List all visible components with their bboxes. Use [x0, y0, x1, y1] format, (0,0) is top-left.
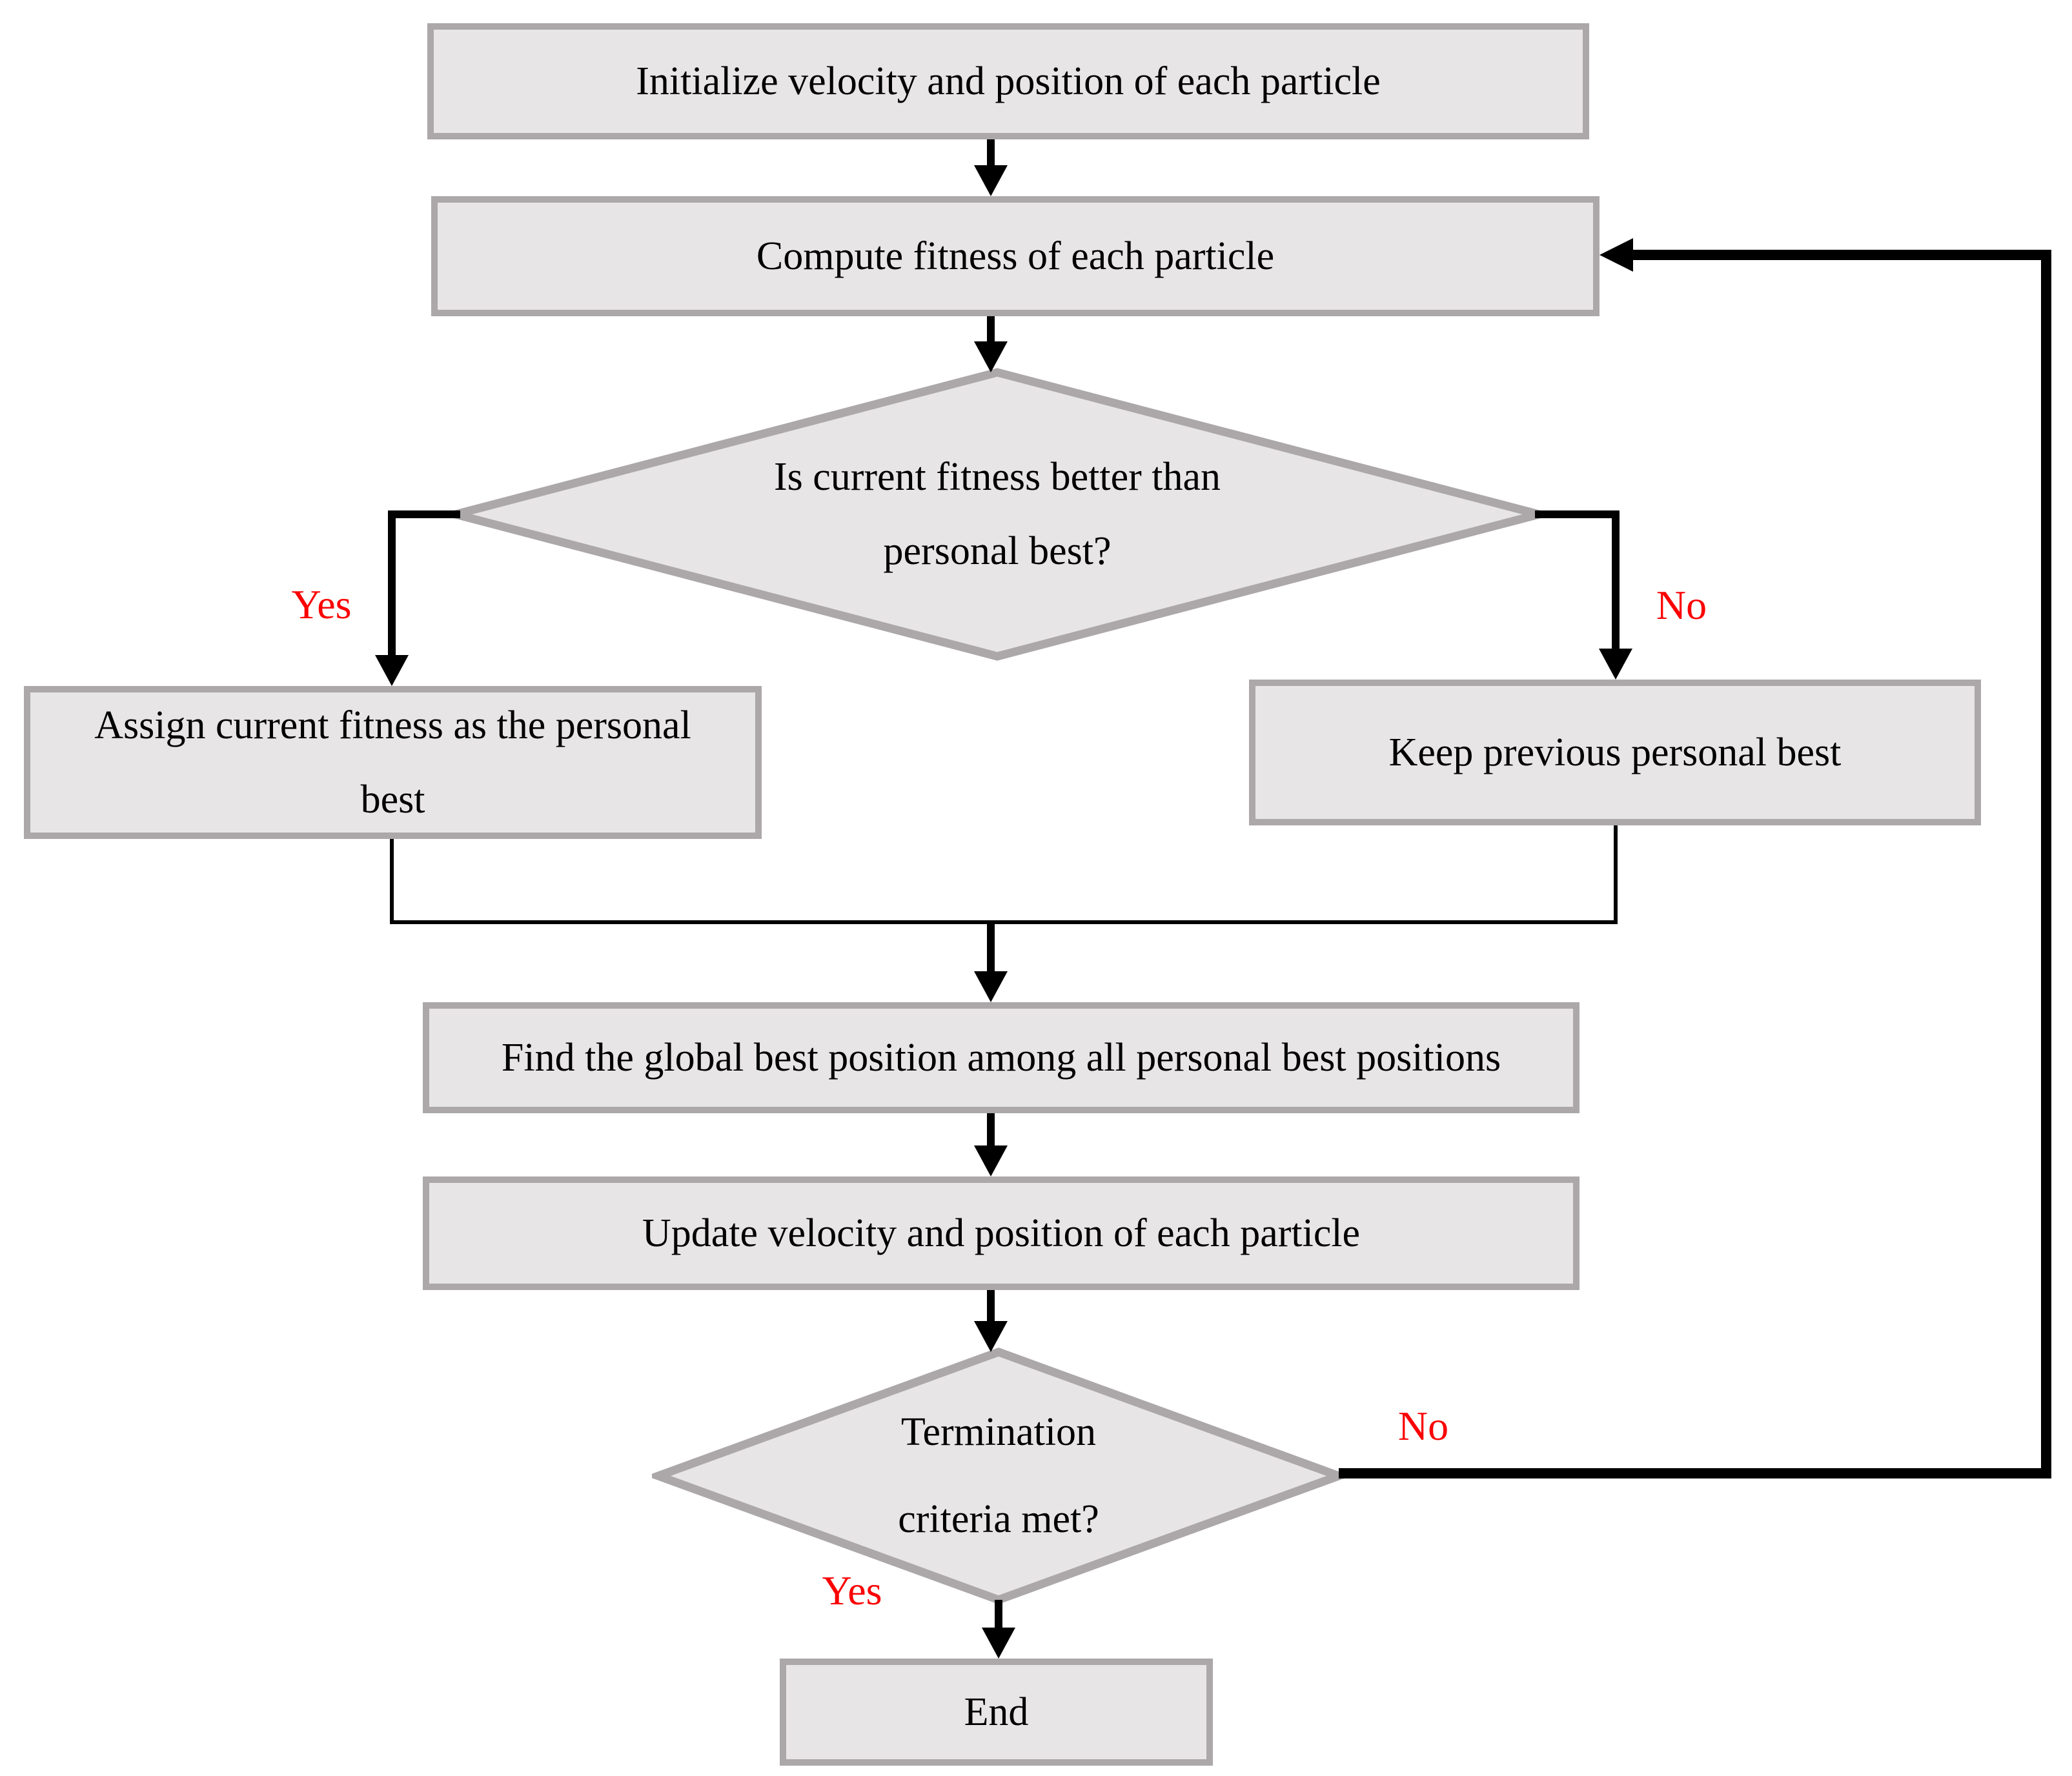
fitness-decision-line-1: Is current fitness better than: [773, 455, 1221, 499]
termination-decision-line-2: criteria met?: [898, 1497, 1099, 1541]
feedback-loop-vertical: [2041, 250, 2051, 1478]
arrow-update-to-termination-shaft: [987, 1290, 995, 1321]
arrow-find-to-update-shaft: [987, 1113, 995, 1147]
node-compute-fitness-label: Compute fitness of each particle: [756, 234, 1275, 278]
termination-decision-line-1: Termination: [900, 1410, 1097, 1454]
node-find-global-best-label: Find the global best position among all …: [501, 1035, 1501, 1080]
node-find-global-best: Find the global best position among all …: [423, 1002, 1579, 1113]
arrow-update-to-termination-head-icon: [974, 1321, 1008, 1352]
connector-keep-down: [1614, 825, 1618, 924]
arrow-init-to-compute-shaft: [987, 139, 995, 168]
node-initialize: Initialize velocity and position of each…: [427, 23, 1589, 139]
fitness-decision-polygon: [448, 368, 1547, 661]
arrow-merge-to-find-head-icon: [974, 971, 1008, 1002]
edge-label-termination-yes: Yes: [822, 1568, 882, 1613]
node-initialize-label: Initialize velocity and position of each…: [636, 59, 1381, 103]
edge-fitness-yes-head-icon: [375, 655, 409, 686]
arrow-merge-to-find-shaft: [987, 920, 995, 973]
edge-termination-yes-shaft: [995, 1600, 1002, 1629]
edge-fitness-no-horizontal: [1535, 510, 1620, 518]
node-compute-fitness: Compute fitness of each particle: [431, 196, 1600, 316]
feedback-loop-top: [1633, 250, 2051, 260]
node-keep-personal-best-label: Keep previous personal best: [1388, 730, 1842, 774]
feedback-loop-bottom: [1339, 1468, 2051, 1478]
edge-fitness-no-head-icon: [1599, 649, 1632, 680]
edge-fitness-yes-vertical: [388, 510, 396, 656]
connector-merge-horizontal: [390, 920, 1618, 924]
connector-assign-down: [390, 839, 394, 924]
node-assign-line-2: best: [360, 777, 425, 822]
termination-decision-label: Termination criteria met?: [652, 1346, 1345, 1606]
arrow-find-to-update-head-icon: [974, 1145, 1008, 1176]
edge-fitness-yes-horizontal: [388, 510, 460, 518]
arrow-compute-to-decision-head-icon: [974, 341, 1008, 372]
fitness-decision-line-2: personal best?: [883, 529, 1112, 573]
edge-label-fitness-yes: Yes: [291, 581, 352, 627]
node-keep-personal-best: Keep previous personal best: [1249, 680, 1981, 825]
fitness-decision-diamond-shape: [448, 368, 1547, 661]
arrow-init-to-compute-head-icon: [974, 165, 1008, 196]
edge-label-termination-no: No: [1397, 1403, 1449, 1449]
arrow-compute-to-decision-shaft: [987, 316, 995, 343]
node-update-velocity: Update velocity and position of each par…: [423, 1176, 1579, 1290]
edge-label-fitness-no: No: [1656, 582, 1707, 628]
fitness-decision-label: Is current fitness better than personal …: [448, 365, 1547, 664]
node-assign-line-1: Assign current fitness as the personal: [94, 703, 691, 747]
node-assign-personal-best: Assign current fitness as the personal b…: [24, 686, 762, 839]
node-update-velocity-label: Update velocity and position of each par…: [642, 1211, 1361, 1255]
node-end-label: End: [964, 1690, 1029, 1734]
edge-fitness-no-vertical: [1612, 510, 1620, 650]
node-end: End: [780, 1659, 1213, 1766]
feedback-loop-head-icon: [1600, 238, 1633, 272]
edge-termination-yes-head-icon: [982, 1628, 1015, 1659]
node-assign-personal-best-label: Assign current fitness as the personal b…: [94, 689, 691, 837]
